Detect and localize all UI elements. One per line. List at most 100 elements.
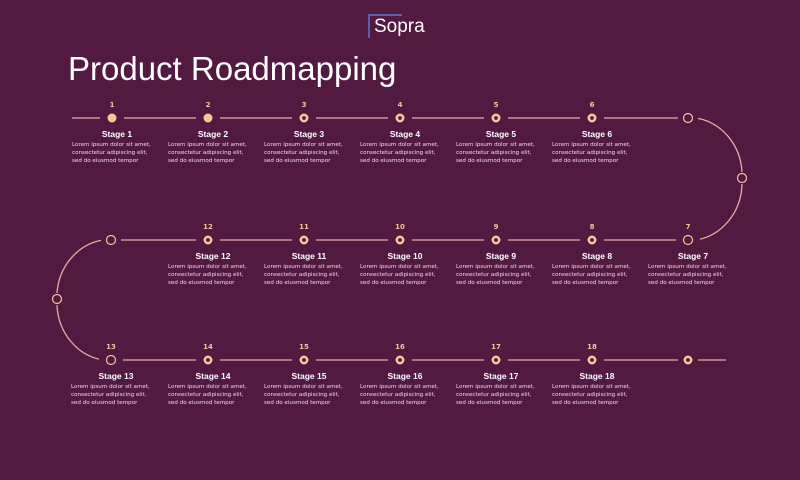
stage-title: Stage 8 (581, 251, 613, 261)
stage-card: Stage 18 Lorem ipsum dolor sit amet,conse… (552, 371, 642, 407)
description-line: sed do eiusmod tempor (456, 400, 523, 406)
description-line: sed do eiusmod tempor (648, 280, 715, 286)
stage-description: Lorem ipsum dolor sit amet, consectetur a… (168, 383, 258, 407)
description-line: consectetur adipiscing elit, (456, 150, 532, 156)
stage-node-18 (587, 355, 597, 365)
stage-card: Stage 14 Lorem ipsum dolor sit amet, conse… (168, 371, 258, 407)
stage-number: 13 (106, 343, 116, 351)
description-line: Lorem ipsum dolor sit amet, (168, 142, 247, 148)
stage-title: Stage 13 (98, 371, 134, 381)
description-line: Lorem ipsum dolor sit amet, (72, 142, 151, 148)
description-line: consectetur adipiscing elit, (264, 150, 340, 156)
stage-number: 2 (205, 101, 211, 109)
description-line: Lorem ipsum dolor sit amet, (456, 384, 535, 390)
stage-number: 10 (395, 223, 405, 231)
waypoint-node (682, 112, 694, 124)
stage-description: Lorem ipsum dolor sit amet,consectetur a… (552, 383, 642, 407)
stage-description: Lorem ipsum dolor sit amet,consectetur a… (552, 141, 642, 165)
stage-title: Stage 5 (485, 129, 517, 139)
stage-node-11 (299, 235, 309, 245)
stage-card: Stage 4 Lorem ipsum dolor sit amet,consec… (360, 129, 450, 165)
stage-title: Stage 4 (389, 129, 421, 139)
description-line: consectetur adipiscing elit, (648, 272, 724, 278)
right-arc-top (695, 117, 743, 173)
description-line: sed do eiusmod tempor (360, 280, 427, 286)
stage-description: Lorem ipsum dolor sit amet,consectetur a… (552, 263, 642, 287)
description-line: consectetur adipiscing elit, (168, 392, 244, 398)
stage-description: Lorem ipsum dolor sit amet, consectetur a… (168, 263, 258, 287)
stage-node-15 (299, 355, 309, 365)
description-line: sed do eiusmod tempor (168, 158, 235, 164)
description-line: sed do eiusmod tempor (71, 400, 138, 406)
stage-node-7 (682, 234, 694, 246)
description-line: Lorem ipsum dolor sit amet, (264, 384, 343, 390)
left-arc-top (56, 239, 104, 294)
description-line: sed do eiusmod tempor (168, 280, 235, 286)
stage-description: Lorem ipsum dolor sit amet, consectetur a… (72, 141, 162, 165)
description-line: Lorem ipsum dolor sit amet, (168, 264, 247, 270)
stage-description: Lorem ipsum dolor sit amet,consectetur a… (648, 263, 738, 287)
stage-node-12 (203, 235, 213, 245)
stage-node-3 (299, 113, 309, 123)
stage-description: Lorem ipsum dolor sit amet, consectetur a… (456, 383, 546, 407)
stage-title: Stage 11 (291, 251, 327, 261)
stage-node-5 (491, 113, 501, 123)
stage-title: Stage 18 (579, 371, 615, 381)
description-line: consectetur adipiscing elit, (456, 392, 532, 398)
stage-card: Stage 7 Lorem ipsum dolor sit amet,consec… (648, 251, 738, 287)
description-line: consectetur adipiscing elit, (72, 150, 148, 156)
stage-number: 11 (299, 223, 309, 231)
stage-description: Lorem ipsum dolor sit amet,consectetur a… (360, 141, 450, 165)
stage-card: Stage 3 Lorem ipsum dolor sit amet, consec… (264, 129, 354, 165)
stage-description: Lorem ipsum dolor sit amet,consectetur a… (456, 141, 546, 165)
description-line: consectetur adipiscing elit, (264, 392, 340, 398)
description-line: Lorem ipsum dolor sit amet, (552, 142, 631, 148)
logo-text: Sopra (374, 16, 425, 37)
description-line: sed do eiusmod tempor (264, 400, 331, 406)
stage-title: Stage 10 (387, 251, 423, 261)
description-line: Lorem ipsum dolor sit amet, (552, 264, 631, 270)
stage-number: 16 (395, 343, 405, 351)
description-line: consectetur adipiscing elit, (168, 272, 244, 278)
stage-description: Lorem ipsum dolor sit amet,consectetur a… (264, 263, 354, 287)
stage-description: Lorem ipsum dolor sit amet, consectetur a… (264, 141, 354, 165)
description-line: Lorem ipsum dolor sit amet, (552, 384, 631, 390)
description-line: Lorem ipsum dolor sit amet, (264, 264, 343, 270)
waypoint-node (105, 234, 117, 246)
stage-title: Stage 7 (677, 251, 709, 261)
stage-node-17 (491, 355, 501, 365)
stage-number: 14 (203, 343, 213, 351)
stage-card: Stage 8 Lorem ipsum dolor sit amet,consec… (552, 251, 642, 287)
stage-number: 9 (493, 223, 499, 231)
description-line: Lorem ipsum dolor sit amet, (264, 142, 343, 148)
stage-title: Stage 3 (293, 129, 325, 139)
description-line: Lorem ipsum dolor sit amet, (168, 384, 247, 390)
stage-number: 15 (299, 343, 309, 351)
description-line: sed do eiusmod tempor (72, 158, 139, 164)
stage-node-10 (395, 235, 405, 245)
stage-node-14 (203, 355, 213, 365)
stage-number: 6 (589, 101, 595, 109)
stage-node-16 (395, 355, 405, 365)
stage-title: Stage 6 (581, 129, 613, 139)
stage-title: Stage 15 (291, 371, 327, 381)
description-line: sed do eiusmod tempor (456, 280, 523, 286)
stage-description: Lorem ipsum dolor sit amet,consectetur a… (456, 263, 546, 287)
description-line: sed do eiusmod tempor (552, 280, 619, 286)
stage-title: Stage 2 (197, 129, 229, 139)
description-line: Lorem ipsum dolor sit amet, (360, 384, 439, 390)
stage-title: Stage 9 (485, 251, 517, 261)
stage-number: 7 (685, 223, 691, 231)
description-line: sed do eiusmod tempor (552, 400, 619, 406)
stage-title: Stage 14 (195, 371, 231, 381)
description-line: consectetur adipiscing elit, (360, 272, 436, 278)
stage-title: Stage 16 (387, 371, 423, 381)
stage-node-1 (107, 113, 117, 123)
stage-number: 3 (301, 101, 307, 109)
